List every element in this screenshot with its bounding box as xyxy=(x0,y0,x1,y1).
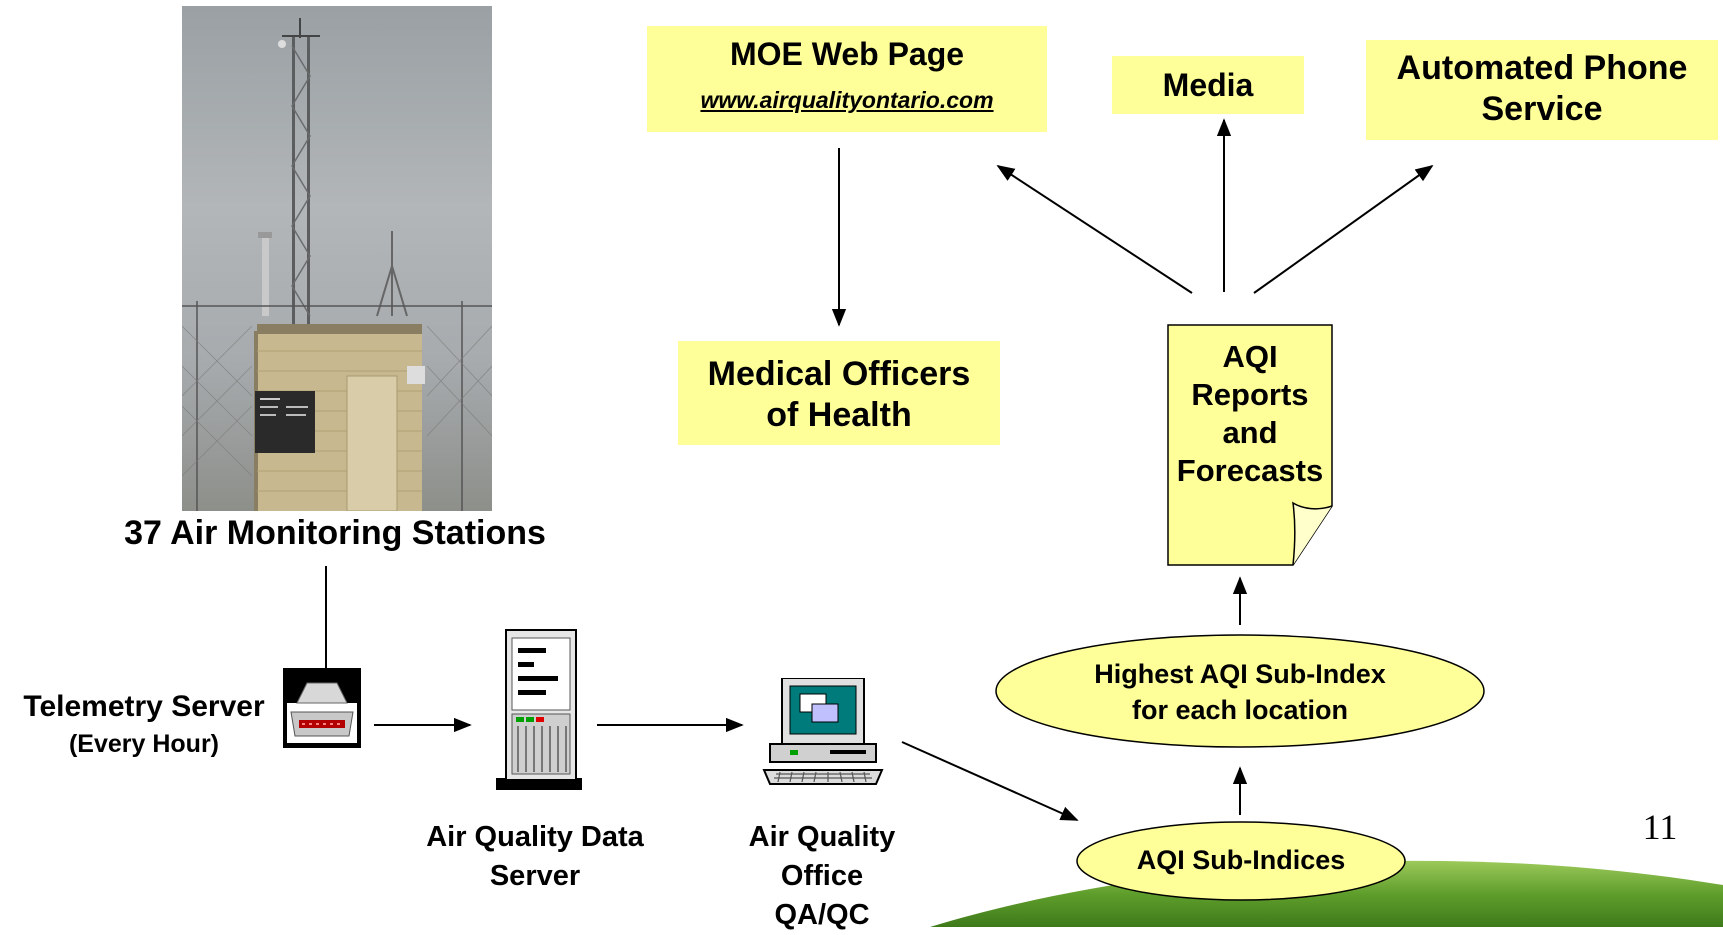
office-computer-icon xyxy=(762,678,884,785)
moe-web-title: MOE Web Page xyxy=(729,36,965,72)
office-line3: QA/QC xyxy=(774,899,870,931)
data-server-line1: Air Quality Data xyxy=(426,821,644,853)
modem-icon xyxy=(283,668,361,748)
stations-caption: 37 Air Monitoring Stations xyxy=(124,514,546,552)
medical-line1: Medical Officers xyxy=(707,355,971,393)
phone-line2: Service xyxy=(1481,90,1603,128)
reports-line4: Forecasts xyxy=(1176,453,1324,488)
moe-web-page-box: MOE Web Page www.airqualityontario.com xyxy=(647,26,1047,132)
office-line1: Air Quality xyxy=(748,821,896,853)
reports-line1: AQI xyxy=(1222,339,1278,374)
highest-subindex-label: Highest AQI Sub-Index for each location xyxy=(1000,656,1480,728)
data-server-line2: Server xyxy=(489,860,581,892)
moe-web-url-link[interactable]: www.airqualityontario.com xyxy=(700,87,994,113)
highest-line2: for each location xyxy=(1131,695,1349,725)
data-server-label: Air Quality Data Server xyxy=(400,818,670,896)
station-illustration xyxy=(182,18,492,511)
server-tower-icon xyxy=(496,629,582,790)
arrow-office-to-subindices xyxy=(901,741,1079,821)
phone-line1: Automated Phone xyxy=(1396,49,1688,87)
office-line2: Office xyxy=(780,860,864,892)
slide-number: 11 xyxy=(1642,807,1678,847)
arrow-reports-to-phone xyxy=(1253,164,1434,294)
telemetry-subtitle: (Every Hour) xyxy=(68,730,220,758)
automated-phone-box: Automated Phone Service xyxy=(1366,40,1718,140)
subindices-ellipse xyxy=(1076,821,1406,901)
monitoring-station-photo xyxy=(182,6,492,511)
office-label: Air Quality Office QA/QC xyxy=(702,818,942,935)
reports-label: AQI Reports and Forecasts xyxy=(1168,338,1332,490)
media-box: Media xyxy=(1112,56,1304,114)
subindices-label: AQI Sub-Indices xyxy=(1136,845,1346,875)
arrow-reports-to-web xyxy=(996,165,1193,294)
reports-line2: Reports xyxy=(1191,377,1309,412)
reports-line3: and xyxy=(1222,415,1278,450)
medical-line2: of Health xyxy=(766,396,912,434)
telemetry-title: Telemetry Server xyxy=(23,690,265,723)
medical-officers-box: Medical Officers of Health xyxy=(678,341,1000,445)
highest-subindex-ellipse xyxy=(995,634,1485,748)
highest-line1: Highest AQI Sub-Index xyxy=(1094,659,1386,689)
